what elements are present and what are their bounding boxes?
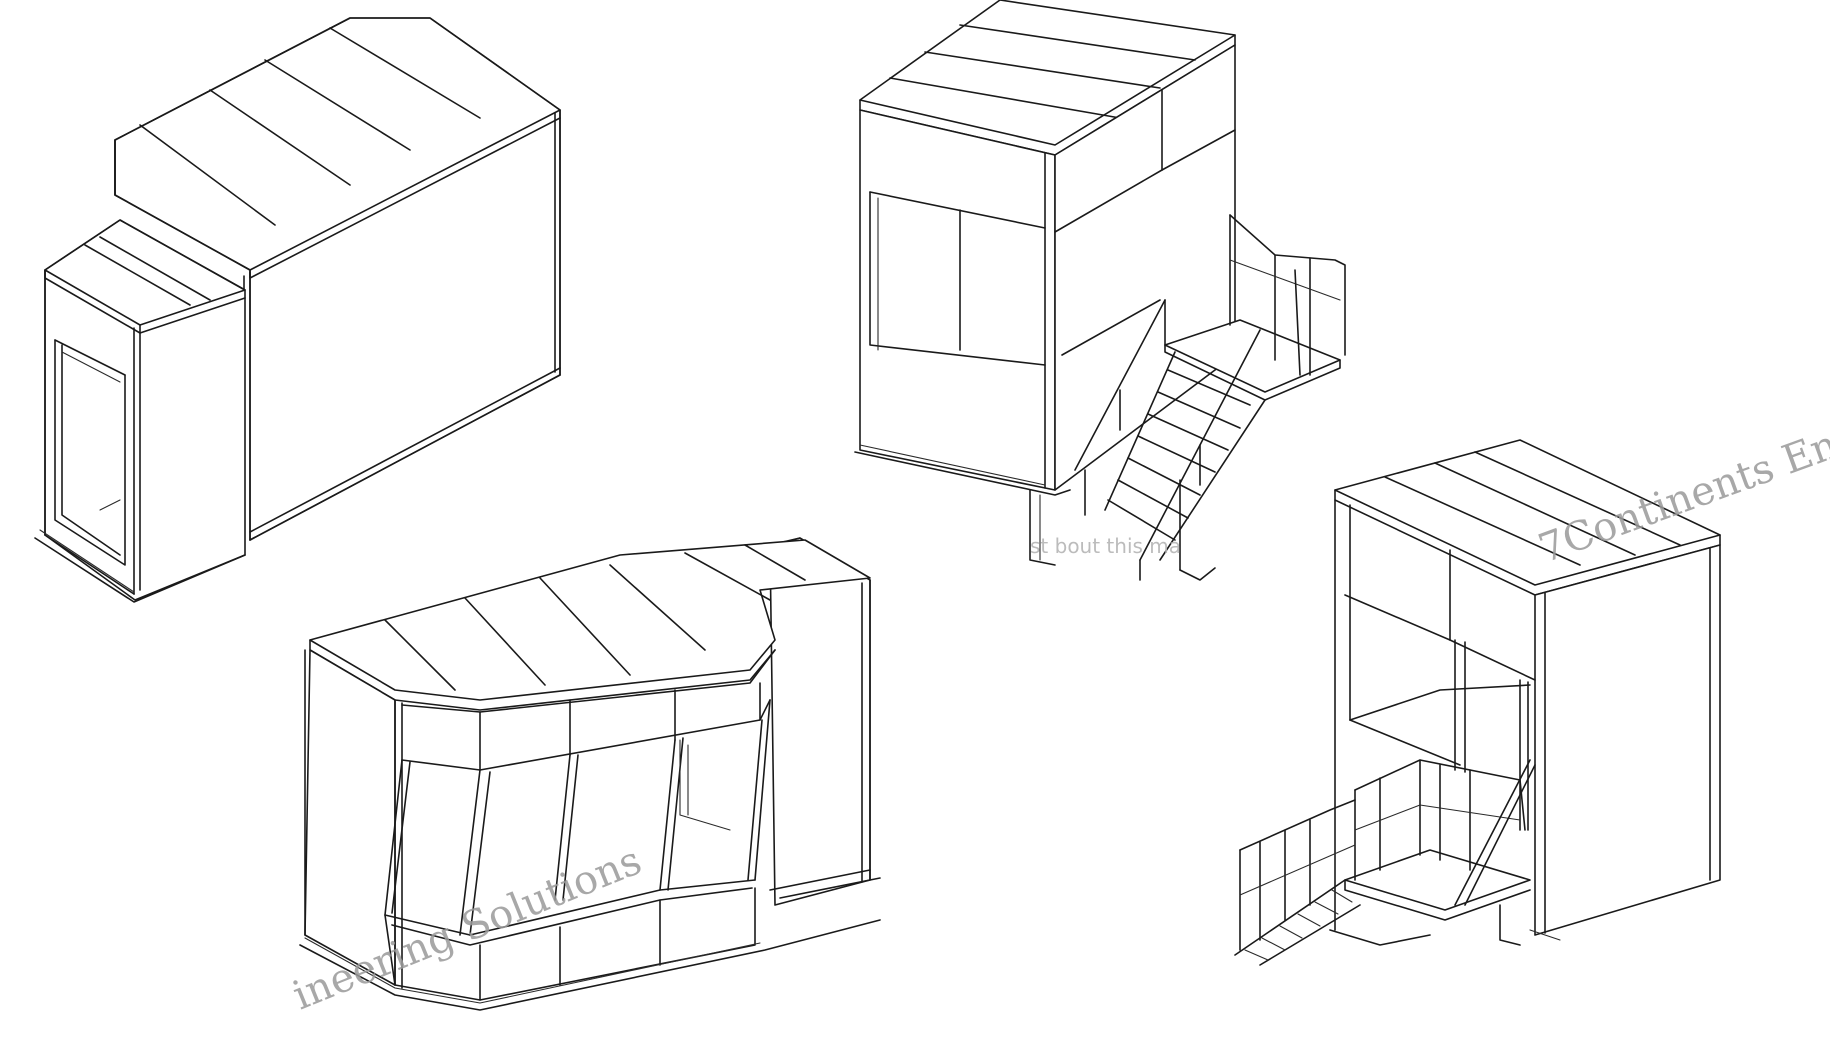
booth-top-center: st bout this ma bbox=[854, 0, 1346, 581]
booth-bottom-left-left-wall bbox=[304, 649, 403, 989]
booth-top-left-front-cabin bbox=[34, 219, 246, 603]
booth-top-left-main-body bbox=[114, 17, 561, 546]
booth-right: 7Continents Eng bbox=[1234, 413, 1830, 966]
booth-bottom-left-base bbox=[299, 919, 881, 1011]
booth-top-left bbox=[34, 17, 561, 603]
booth-bottom-left-rear-box bbox=[739, 537, 881, 906]
booth-bottom-left: ineering Solutions bbox=[287, 537, 881, 1019]
booth-top-center-stairs bbox=[1029, 214, 1346, 581]
booth-top-center-body bbox=[854, 0, 1236, 496]
booth-bottom-left-roof bbox=[309, 539, 871, 711]
booth-right-body bbox=[1334, 439, 1721, 936]
booth-right-stairs bbox=[1234, 759, 1561, 966]
watermark-center-faint: st bout this ma bbox=[1030, 534, 1181, 558]
booth-bottom-left-front-facets bbox=[384, 649, 776, 1001]
